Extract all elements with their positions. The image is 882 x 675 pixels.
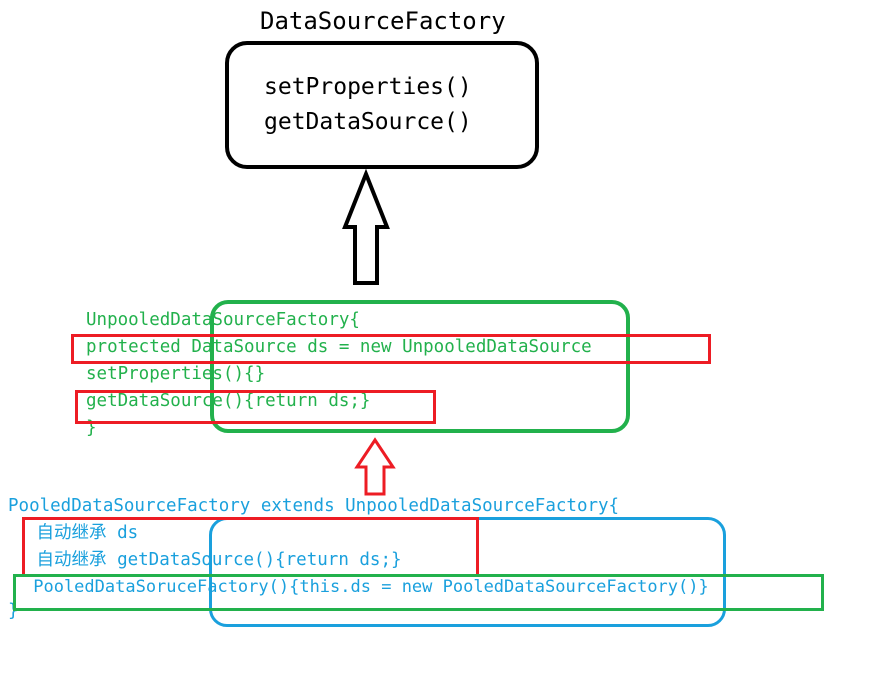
unpooled-get-data-source-line: getDataSource(){return ds;} [86, 391, 371, 411]
interface-method-set-properties: setProperties() [264, 74, 472, 100]
pooled-constructor-highlight [13, 574, 824, 611]
pooled-inherit-get-line: 自动继承 getDataSource(){return ds;} [26, 550, 402, 570]
interface-title: DataSourceFactory [260, 7, 506, 35]
pooled-inherit-ds-line: 自动继承 ds [26, 523, 139, 543]
extends-arrow [354, 437, 396, 496]
unpooled-closing-brace: } [86, 418, 97, 438]
implements-arrow [342, 168, 390, 285]
interface-box [225, 41, 539, 169]
unpooled-field-highlight [71, 334, 711, 364]
pooled-class-line: PooledDataSourceFactory extends Unpooled… [8, 496, 620, 516]
unpooled-get-data-source-highlight [75, 390, 436, 424]
unpooled-class-line: UnpooledDataSourceFactory{ [86, 310, 360, 330]
unpooled-field-line: protected DataSource ds = new UnpooledDa… [86, 337, 592, 357]
pooled-inherited-highlight [22, 517, 479, 577]
unpooled-set-properties-line: setProperties(){} [86, 364, 266, 384]
interface-method-get-data-source: getDataSource() [264, 109, 472, 135]
unpooled-methods-highlight [210, 300, 630, 433]
pooled-constructor-line: PooledDataSoruceFactory(){this.ds = new … [23, 577, 709, 597]
pooled-closing-brace: } [8, 601, 19, 621]
